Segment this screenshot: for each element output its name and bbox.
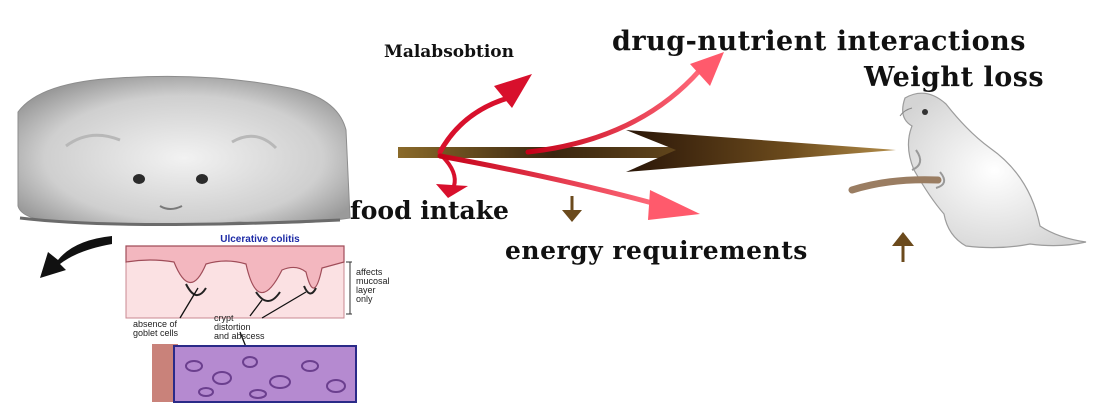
- obese-rat-image: [18, 76, 350, 225]
- crypt-distortion-note: crypt distortion and abscess: [214, 314, 265, 341]
- food-intake-label: food intake: [350, 196, 509, 225]
- ulcerative-colitis-title: Ulcerative colitis: [180, 234, 340, 245]
- food-intake-down-arrow: [562, 196, 582, 222]
- energy-requirements-label: energy requirements: [505, 236, 808, 265]
- affects-mucosal-note: affects mucosal layer only: [356, 268, 390, 304]
- absence-goblet-note: absence of goblet cells: [133, 320, 178, 338]
- weight-loss-label: Weight loss: [864, 62, 1044, 93]
- curved-down-left-arrow: [40, 236, 112, 278]
- arrow-to-drug-nutrient-head: [690, 52, 724, 86]
- malabsorption-label: Malabsobtion: [384, 42, 514, 62]
- energy-up-arrow: [892, 232, 914, 262]
- drug-nutrient-label: drug-nutrient interactions: [612, 26, 1026, 57]
- weight-loss-main-arrow: [398, 130, 896, 172]
- thin-rat-image: [852, 93, 1086, 247]
- arrow-to-malabsorption: [440, 98, 508, 152]
- arrow-to-energy-head: [648, 190, 700, 220]
